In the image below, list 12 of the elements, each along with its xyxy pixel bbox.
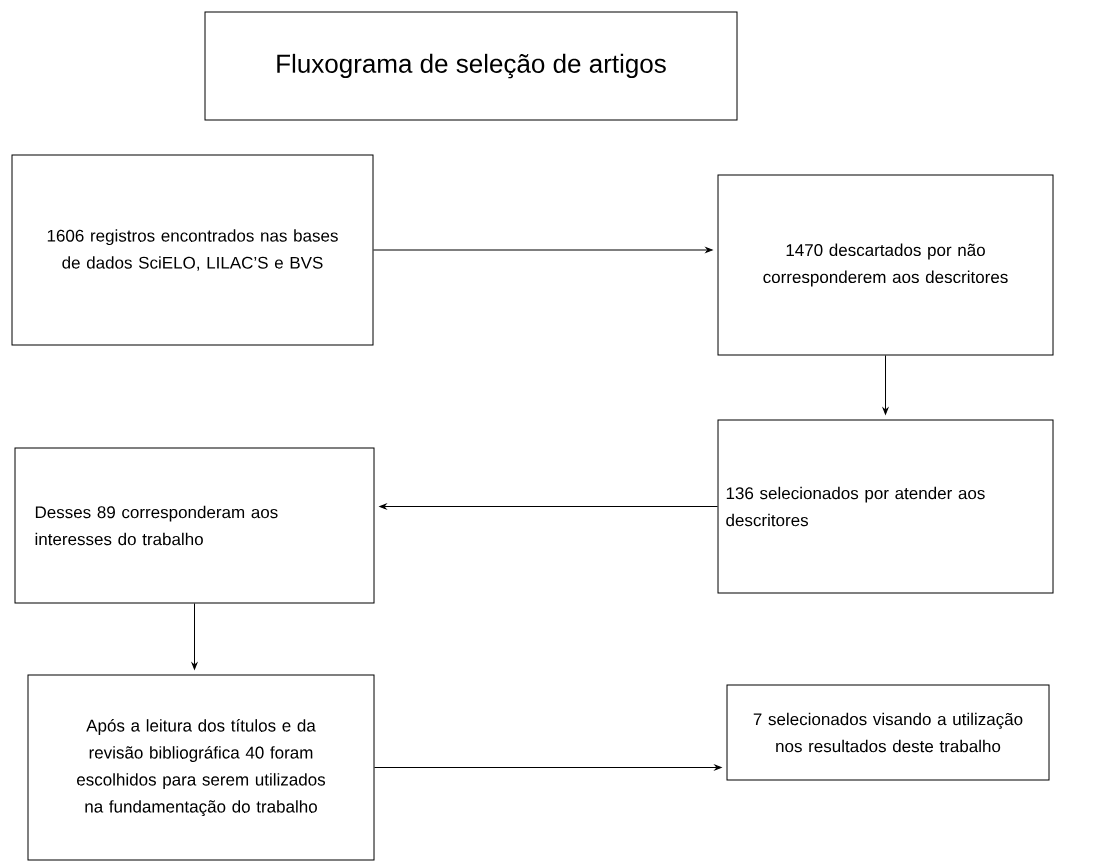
process-box: 1470 descartados por não corresponderem aos descritores <box>717 174 1054 356</box>
arrow <box>373 247 713 253</box>
process-box: 136 selecionados por atender aos descritores <box>717 419 1054 594</box>
arrow <box>374 764 722 771</box>
process-box: 1606 registros encontrados nas bases de dados SciELO, LILAC’S e BVS <box>11 154 374 346</box>
arrow <box>882 355 889 415</box>
process-box: 7 selecionados visando a utilização nos resultados deste trabalho <box>726 684 1050 781</box>
title-box: Fluxograma de seleção de artigos <box>204 11 738 121</box>
arrow <box>191 603 198 670</box>
process-box: Após a leitura dos títulos e da revisão bibliográfica 40 foram escolhidos para serem utilizados na fundamentação do trabalho <box>27 674 375 861</box>
arrow <box>379 503 718 510</box>
process-box: Desses 89 corresponderam aos interesses do trabalho <box>14 447 375 604</box>
